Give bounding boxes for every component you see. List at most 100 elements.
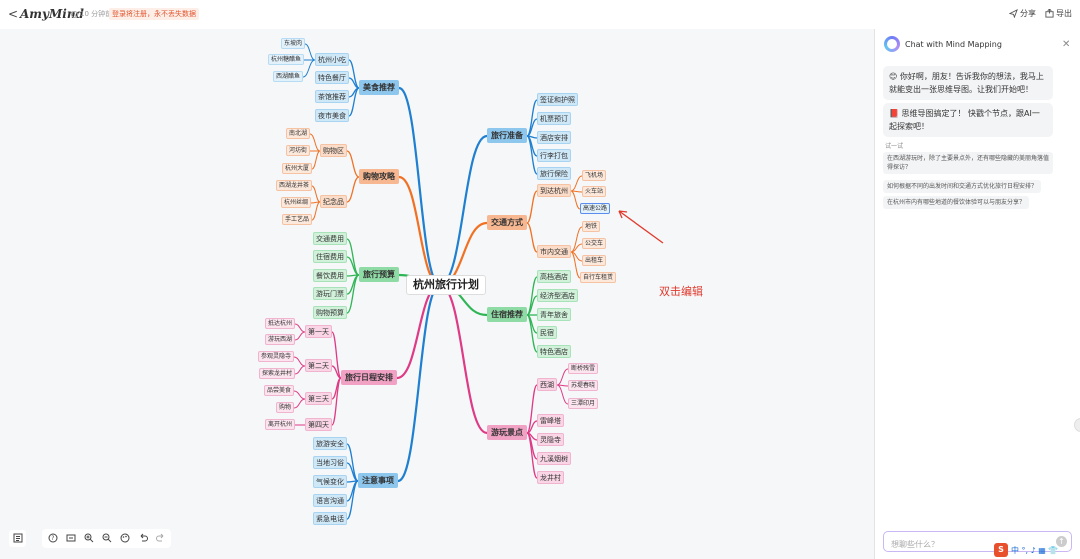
leaf-node[interactable]: 抵达杭州 (265, 318, 296, 329)
topic-node[interactable]: 机票预订 (537, 112, 571, 125)
leaf-node[interactable]: 购物 (276, 402, 295, 413)
branch-node[interactable]: 美食推荐 (359, 80, 399, 95)
leaf-node[interactable]: 东坡肉 (281, 38, 306, 49)
topic-link (526, 314, 538, 353)
topic-node[interactable]: 市内交通 (537, 245, 571, 258)
topic-link (526, 222, 538, 253)
topic-node[interactable]: 特色酒店 (537, 345, 571, 358)
topic-node[interactable]: 九溪烟树 (537, 452, 571, 465)
topic-link (526, 190, 538, 224)
leaf-node[interactable]: 杭州大厦 (282, 163, 313, 174)
topic-node[interactable]: 高档酒店 (537, 270, 571, 283)
zoom-out-icon[interactable] (98, 530, 115, 547)
topic-node[interactable]: 交通费用 (313, 232, 347, 245)
leaf-node[interactable]: 火车站 (582, 186, 607, 197)
leaf-node[interactable]: 断桥残雪 (568, 363, 599, 374)
topic-node[interactable]: 购物区 (320, 144, 347, 157)
branch-node[interactable]: 旅行准备 (487, 128, 527, 143)
branch-node[interactable]: 注意事项 (358, 473, 398, 488)
topic-node[interactable]: 气候变化 (313, 475, 347, 488)
leaf-node[interactable]: 游玩西湖 (265, 334, 296, 345)
export-button[interactable]: 导出 (1045, 8, 1072, 19)
topic-node[interactable]: 龙井村 (537, 471, 564, 484)
topic-node[interactable]: 语言沟通 (313, 494, 347, 507)
send-icon[interactable]: ↑ (1056, 536, 1067, 547)
topic-node[interactable]: 纪念品 (320, 195, 347, 208)
suggestion-item[interactable]: 在杭州市内有哪些地道的餐饮体验可以与朋友分享？ (883, 196, 1030, 209)
panel-title: Chat with Mind Mapping (905, 40, 1002, 49)
topic-node[interactable]: 茶馆推荐 (315, 90, 349, 103)
leaf-node[interactable]: 南北湖 (286, 128, 311, 139)
login-notice[interactable]: 登录将注册，永不丢失数据 (109, 8, 199, 20)
ime-logo-icon[interactable]: S (994, 543, 1008, 557)
leaf-node[interactable]: 参观灵隐寺 (258, 351, 295, 362)
leaf-node[interactable]: 苏堤春晓 (568, 380, 599, 391)
suggestion-item[interactable]: 在西湖游玩时，除了主要景点外，还有哪些隐藏的美丽角落值得探访？ (883, 152, 1053, 174)
back-icon[interactable]: < (8, 7, 19, 21)
topic-node[interactable]: 青年旅舍 (537, 308, 571, 321)
zoom-in-icon[interactable] (80, 530, 97, 547)
branch-node[interactable]: 住宿推荐 (487, 307, 527, 322)
topic-node[interactable]: 民宿 (537, 326, 557, 339)
redo-icon[interactable] (152, 530, 169, 547)
outline-icon[interactable] (9, 529, 26, 547)
topic-node[interactable]: 购物预算 (313, 306, 347, 319)
leaf-node[interactable]: 地铁 (582, 221, 601, 232)
fit-view-icon[interactable] (62, 530, 79, 547)
topic-node[interactable]: 到达杭州 (537, 184, 571, 197)
leaf-node[interactable]: 飞机场 (582, 170, 607, 181)
chat-message: 📕 思维导图搞定了！ 快戳个节点，跟AI一起探索吧！ (883, 103, 1053, 137)
topic-node[interactable]: 经济型酒店 (537, 289, 578, 302)
topic-node[interactable]: 第二天 (305, 359, 332, 372)
topic-node[interactable]: 紧急电话 (313, 512, 347, 525)
leaf-node[interactable]: 西湖龙井茶 (276, 180, 313, 191)
topic-node[interactable]: 旅游安全 (313, 437, 347, 450)
topic-node[interactable]: 灵隐寺 (537, 433, 564, 446)
topic-node[interactable]: 雷峰塔 (537, 414, 564, 427)
leaf-node[interactable]: 自行车租赁 (580, 272, 617, 283)
topic-node[interactable]: 第三天 (305, 392, 332, 405)
leaf-node[interactable]: 西湖醋鱼 (273, 71, 304, 82)
branch-node[interactable]: 旅行预算 (359, 267, 399, 282)
topic-node[interactable]: 西湖 (537, 378, 557, 391)
topic-node[interactable]: 第四天 (305, 418, 332, 431)
branch-node[interactable]: 游玩景点 (487, 425, 527, 440)
leaf-link (293, 356, 306, 367)
leaf-node[interactable]: 三潭印月 (568, 398, 599, 409)
branch-node[interactable]: 购物攻略 (359, 169, 399, 184)
undo-icon[interactable] (134, 530, 151, 547)
leaf-link (302, 59, 316, 78)
root-node[interactable]: 杭州旅行计划 (406, 275, 486, 295)
leaf-node[interactable]: 离开杭州 (265, 419, 296, 430)
topic-node[interactable]: 杭州小吃 (315, 53, 349, 66)
suggestion-item[interactable]: 如何根据不同的出发时间和交通方式优化旅行日程安排？ (883, 180, 1042, 193)
topic-node[interactable]: 餐饮费用 (313, 269, 347, 282)
topic-node[interactable]: 酒店安排 (537, 131, 571, 144)
help-icon[interactable]: ? (44, 530, 61, 547)
theme-icon[interactable] (116, 530, 133, 547)
leaf-node[interactable]: 出租车 (582, 255, 607, 266)
leaf-node[interactable]: 杭州丝绸 (281, 197, 312, 208)
topic-node[interactable]: 特色餐厅 (315, 71, 349, 84)
selected-node[interactable]: 高速公路 (580, 203, 611, 214)
topic-node[interactable]: 第一天 (305, 325, 332, 338)
topic-node[interactable]: 签证和护照 (537, 93, 578, 106)
topic-node[interactable]: 夜市美食 (315, 109, 349, 122)
share-button[interactable]: 分享 (1009, 8, 1036, 19)
close-icon[interactable]: ✕ (1062, 39, 1071, 50)
topic-link (526, 384, 538, 434)
topic-node[interactable]: 游玩门票 (313, 287, 347, 300)
topic-node[interactable]: 住宿费用 (313, 250, 347, 263)
topic-node[interactable]: 当地习俗 (313, 456, 347, 469)
leaf-node[interactable]: 品尝美食 (264, 385, 295, 396)
topic-node[interactable]: 行李打包 (537, 149, 571, 162)
leaf-node[interactable]: 杭州糖醋鱼 (268, 54, 305, 65)
leaf-node[interactable]: 公交车 (582, 238, 607, 249)
branch-node[interactable]: 旅行日程安排 (341, 370, 397, 385)
mindmap-canvas[interactable]: 杭州旅行计划 美食推荐 杭州小吃东坡肉杭州糖醋鱼西湖醋鱼特色餐厅茶馆推荐夜市美食购物… (0, 29, 875, 559)
leaf-node[interactable]: 探索龙井村 (259, 368, 296, 379)
branch-node[interactable]: 交通方式 (487, 215, 527, 230)
topic-node[interactable]: 旅行保险 (537, 167, 571, 180)
leaf-node[interactable]: 手工艺品 (282, 214, 313, 225)
leaf-node[interactable]: 河坊街 (286, 145, 311, 156)
